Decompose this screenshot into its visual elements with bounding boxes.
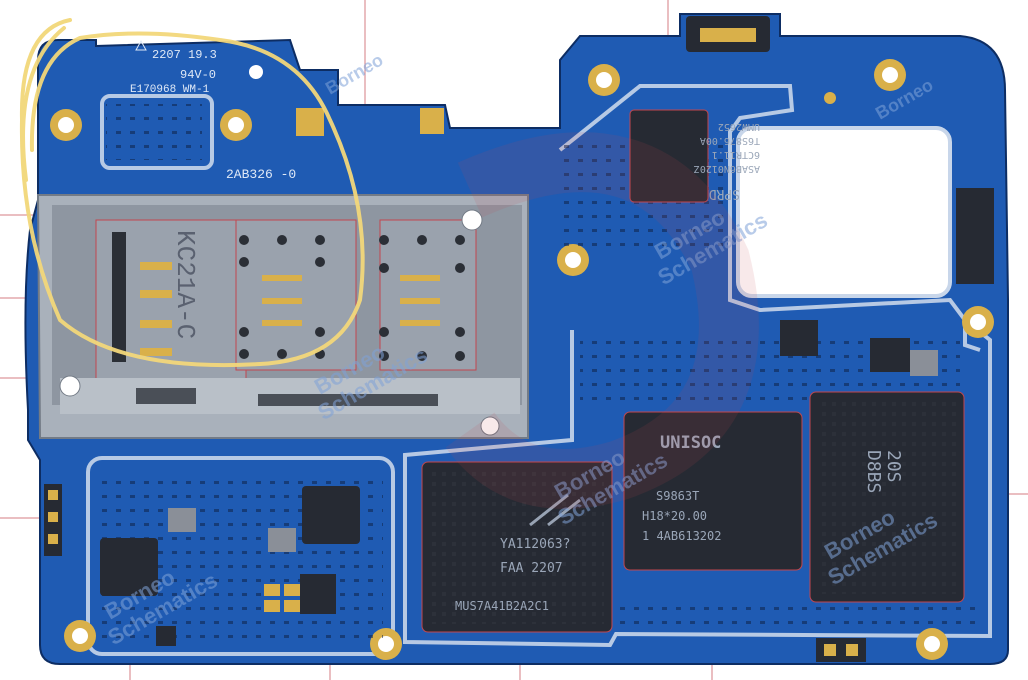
rf-chip-line-2: T6S876.00A (700, 135, 760, 146)
ram-line-2: D8BS (863, 450, 884, 493)
rf-chip-line-4: ASAB6N0120Z (694, 163, 760, 174)
soc-line-1: S9863T (656, 489, 699, 503)
screw-hole-bottom-right-icon (916, 628, 948, 660)
screw-hole-top-right-icon (588, 64, 620, 96)
board-id-text: 2AB326 -0 (226, 167, 296, 182)
emmc-line-3: MUS7A41B2A2C1 (455, 599, 549, 613)
rating-text: 94V-0 (180, 68, 216, 82)
silkscreen-top: 2207 19.3 94V-0 E170968 WM-1 2AB326 -0 (130, 39, 296, 182)
ram-line-1: 20S (883, 450, 904, 483)
rf-chip: UMW2652 T6S876.00A 6CTR11.1 ASAB6N0120Z … (629, 109, 760, 203)
ram-chip: 20S D8BS (809, 391, 965, 603)
screw-hole-bottom-left-icon (64, 620, 96, 652)
highlight-scribble (19, 18, 365, 368)
screw-hole-mid-icon (557, 244, 589, 276)
emmc-line-2: FAA 2207 (500, 561, 563, 576)
screw-hole-right-mid-icon (962, 306, 994, 338)
emmc-chip: YA112063? FAA 2207 MUS7A41B2A2C1 (421, 461, 613, 633)
camera-cutout (736, 126, 952, 298)
screw-hole-top-left-icon (50, 109, 82, 141)
warning-triangle-icon (135, 39, 147, 51)
screw-hole-right-icon (874, 59, 906, 91)
mounting-holes (50, 59, 994, 660)
sim-card-tray: KC21A-C (36, 194, 529, 439)
rf-chip-brand: SPRD (709, 186, 740, 201)
contacts (44, 16, 994, 662)
screw-hole-top-mid-icon (220, 109, 252, 141)
rf-chip-line-3: 6CTR11.1 (712, 149, 760, 160)
sim-tray-label: KC21A-C (170, 230, 200, 339)
rf-chip-line-1: UMW2652 (718, 121, 760, 132)
soc-line-3: 1 4AB613202 (642, 529, 721, 543)
soc-chip: UNISOC S9863T H18*20.00 1 4AB613202 (623, 411, 803, 571)
top-code-text: 2207 19.3 (152, 48, 217, 62)
soc-line-2: H18*20.00 (642, 509, 707, 523)
logo-watermark (445, 132, 759, 509)
ul-file-text: E170968 WM-1 (130, 84, 210, 96)
emmc-line-1: YA112063? (500, 537, 570, 552)
soc-brand: UNISOC (660, 433, 721, 453)
